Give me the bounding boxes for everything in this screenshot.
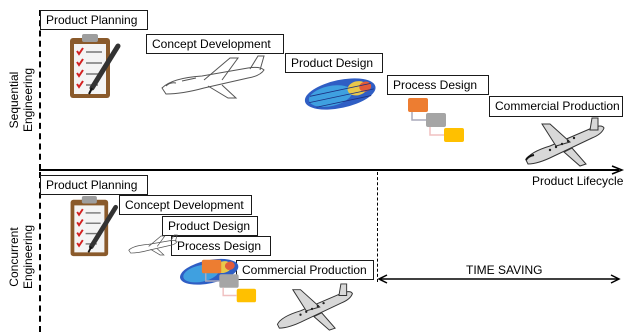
conc-stage-concept-development: Concept Development bbox=[119, 195, 252, 215]
seq-stage-product-planning: Product Planning bbox=[40, 10, 148, 30]
airplane-icon bbox=[525, 117, 605, 167]
conc-stage-product-planning: Product Planning bbox=[40, 175, 148, 195]
conc-stage-commercial-production: Commercial Production bbox=[236, 260, 374, 280]
product-lifecycle-label: Product Lifecycle bbox=[532, 174, 624, 188]
seq-stage-commercial-production: Commercial Production bbox=[489, 96, 623, 117]
seq-stage-product-design: Product Design bbox=[285, 53, 383, 73]
concurrent-vertical-dashed-axis bbox=[39, 172, 41, 332]
process-blocks-icon bbox=[408, 98, 464, 142]
rocket-body-icon bbox=[304, 78, 376, 110]
sequential-vertical-dashed-axis bbox=[39, 10, 41, 170]
seq-stage-process-design: Process Design bbox=[387, 75, 489, 95]
airplane-sketch-icon bbox=[128, 234, 178, 256]
conc-stage-product-design: Product Design bbox=[162, 216, 258, 236]
conc-stage-process-design: Process Design bbox=[171, 236, 271, 256]
clipboard-icon bbox=[70, 196, 119, 257]
process-blocks-icon bbox=[201, 259, 257, 303]
clipboard-icon bbox=[70, 34, 121, 98]
airplane-icon bbox=[276, 283, 353, 331]
airplane-sketch-icon bbox=[161, 55, 265, 99]
time-saving-label: TIME SAVING bbox=[466, 263, 543, 277]
seq-stage-concept-development: Concept Development bbox=[146, 34, 284, 54]
concurrent-end-dashed-line bbox=[377, 172, 378, 282]
